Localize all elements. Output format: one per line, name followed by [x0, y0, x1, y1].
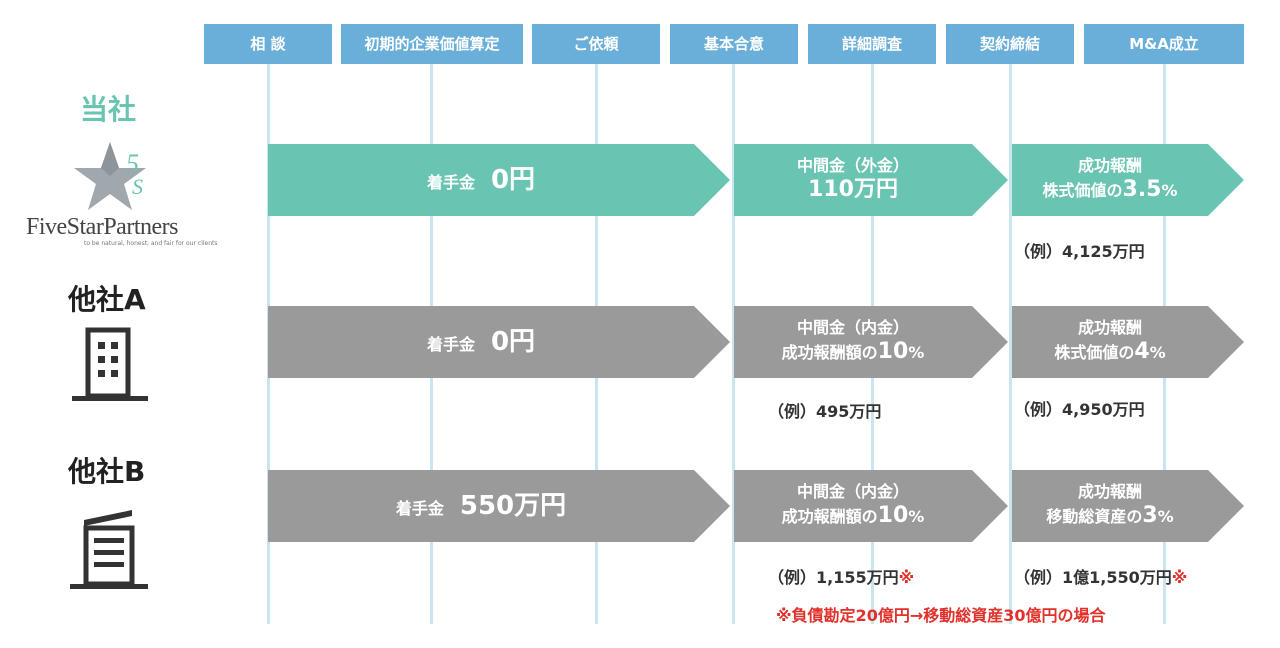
stage-line: [732, 64, 735, 624]
star-logo-icon: 5 S: [74, 142, 146, 210]
success-arrow-company-b: 成功報酬 移動総資産の3%: [1012, 470, 1244, 542]
interim-example-company-a: （例）495万円: [768, 402, 882, 421]
stage-header-consultation: 相 談: [204, 24, 332, 64]
logo-wordmark: FiveStarPartners: [26, 214, 178, 240]
stage-header-contract: 契約締結: [946, 24, 1074, 64]
retainer-arrow-ours: 着手金 0円: [268, 144, 730, 216]
stage-header-closing: M&A成立: [1084, 24, 1244, 64]
success-rate: 4: [1134, 339, 1150, 365]
success-basis: 株式価値の: [1054, 343, 1135, 363]
office-building-icon: [70, 510, 148, 589]
interim-rate: 10: [877, 339, 909, 365]
retainer-arrow-company-b: 着手金 550万円: [268, 470, 730, 542]
success-title: 成功報酬: [1077, 156, 1142, 176]
success-example-company-b: （例）1億1,550万円※: [1014, 564, 1187, 588]
interim-rate-unit: %: [908, 343, 925, 363]
row-label-ours: 当社: [80, 93, 137, 126]
stage-header-due-diligence: 詳細調査: [808, 24, 936, 64]
retainer-amount: 0円: [490, 326, 536, 357]
retainer-amount: 0円: [490, 164, 536, 195]
footnote: ※負債勘定20億円→移動総資産30億円の場合: [776, 606, 1106, 625]
row-label-company-b: 他社B: [68, 455, 146, 488]
stage-header-request: ご依頼: [532, 24, 660, 64]
interim-basis: 成功報酬額の: [781, 507, 878, 527]
success-rate-unit: %: [1161, 181, 1178, 201]
note-mark: ※: [1171, 568, 1188, 587]
success-rate-unit: %: [1157, 507, 1174, 527]
interim-title: 中間金（内金）: [796, 482, 909, 502]
stage-header-initial-valuation: 初期的企業価値算定: [341, 24, 523, 64]
interim-basis: 成功報酬額の: [781, 343, 878, 363]
stage-header-basic-agreement: 基本合意: [670, 24, 798, 64]
svg-text:5: 5: [126, 149, 139, 178]
interim-title: 中間金（内金）: [796, 318, 909, 338]
svg-text:S: S: [132, 174, 143, 199]
success-rate: 3.5: [1122, 177, 1162, 203]
interim-rate-unit: %: [908, 507, 925, 527]
interim-arrow-company-a: 中間金（内金） 成功報酬額の10%: [734, 306, 1008, 378]
success-example-value: （例）1億1,550万円: [1014, 568, 1172, 587]
success-title: 成功報酬: [1077, 482, 1142, 502]
retainer-label: 着手金: [395, 498, 444, 518]
note-mark: ※: [898, 568, 915, 587]
success-rate-unit: %: [1149, 343, 1166, 363]
success-title: 成功報酬: [1077, 318, 1142, 338]
retainer-label: 着手金: [426, 172, 475, 192]
interim-rate: 10: [877, 503, 909, 529]
interim-amount: 110万円: [808, 177, 898, 203]
retainer-arrow-company-a: 着手金 0円: [268, 306, 730, 378]
interim-example-value: （例）1,155万円: [768, 568, 899, 587]
success-arrow-company-a: 成功報酬 株式価値の4%: [1012, 306, 1244, 378]
interim-arrow-company-b: 中間金（内金） 成功報酬額の10%: [734, 470, 1008, 542]
success-rate: 3: [1142, 503, 1158, 529]
success-basis: 株式価値の: [1042, 181, 1123, 201]
logo-tagline: to be natural, honest, and fair for our …: [84, 240, 218, 247]
success-arrow-ours: 成功報酬 株式価値の3.5%: [1012, 144, 1244, 216]
interim-example-company-b: （例）1,155万円※: [768, 564, 914, 588]
retainer-label: 着手金: [426, 334, 475, 354]
stage-line: [1009, 64, 1012, 624]
interim-arrow-ours: 中間金（外金） 110万円: [734, 144, 1008, 216]
success-example-ours: （例）4,125万円: [1014, 242, 1145, 261]
row-label-company-a: 他社A: [68, 283, 146, 316]
success-basis: 移動総資産の: [1046, 507, 1143, 527]
success-example-company-a: （例）4,950万円: [1014, 400, 1145, 419]
building-icon: [72, 327, 148, 401]
retainer-amount: 550万円: [459, 490, 567, 521]
interim-title: 中間金（外金）: [796, 156, 909, 176]
